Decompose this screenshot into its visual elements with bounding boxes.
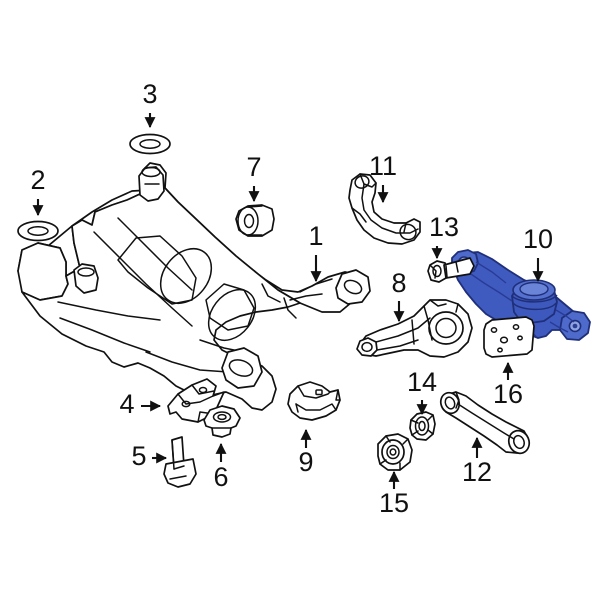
callout-6-label: 6: [213, 462, 228, 492]
callout-14-label: 14: [407, 367, 437, 397]
callout-13-label: 13: [429, 212, 459, 242]
callout-12[interactable]: 12: [462, 436, 492, 487]
callout-3-label: 3: [142, 79, 157, 109]
part-12-toe-link-arm[interactable]: [438, 390, 533, 457]
callout-2-label: 2: [30, 165, 45, 195]
callout-7-label: 7: [246, 152, 261, 182]
part-7-bushing[interactable]: [235, 204, 275, 237]
callout-8-label: 8: [391, 268, 406, 298]
part-9-support-bracket[interactable]: [287, 381, 341, 421]
part-1-rear-suspension-crossmember[interactable]: [17, 162, 371, 411]
callout-12-label: 12: [462, 457, 492, 487]
part-14-hex-nut-small[interactable]: [409, 411, 436, 441]
part-15-hex-nut-large[interactable]: [377, 433, 413, 471]
part-16-alignment-shim-plate[interactable]: [483, 316, 535, 358]
callout-3[interactable]: 3: [142, 79, 158, 129]
callout-5[interactable]: 5: [131, 441, 168, 471]
part-8-differential-mount-bracket[interactable]: [356, 299, 473, 358]
callout-8[interactable]: 8: [391, 268, 407, 323]
callout-layer: 1 2 3 4 5 6: [30, 79, 553, 518]
callout-6[interactable]: 6: [213, 442, 229, 492]
part-5-stud-bolt[interactable]: [163, 436, 197, 488]
part-11-upper-control-arm[interactable]: [348, 173, 421, 245]
part-3-washer-upper[interactable]: [129, 133, 171, 155]
part-13-flange-bolt[interactable]: [427, 257, 475, 283]
callout-1[interactable]: 1: [308, 221, 324, 283]
callout-7[interactable]: 7: [246, 152, 262, 203]
callout-1-label: 1: [308, 221, 323, 251]
callout-14[interactable]: 14: [407, 367, 437, 416]
callout-11-label: 11: [369, 151, 397, 181]
callout-10-label: 10: [523, 224, 553, 254]
callout-16-label: 16: [493, 379, 523, 409]
part-6-flange-nut[interactable]: [203, 405, 241, 438]
callout-4-label: 4: [119, 389, 134, 419]
callout-9-label: 9: [298, 447, 313, 477]
callout-5-label: 5: [131, 441, 146, 471]
callout-13[interactable]: 13: [429, 212, 459, 260]
callout-15[interactable]: 15: [379, 470, 409, 518]
part-2-washer-left[interactable]: [17, 220, 59, 242]
callout-10[interactable]: 10: [523, 224, 553, 283]
callout-4[interactable]: 4: [119, 389, 162, 419]
callout-11[interactable]: 11: [369, 151, 397, 204]
callout-9[interactable]: 9: [298, 428, 314, 477]
callout-15-label: 15: [379, 488, 409, 518]
callout-16[interactable]: 16: [493, 361, 523, 409]
callout-2[interactable]: 2: [30, 165, 46, 217]
